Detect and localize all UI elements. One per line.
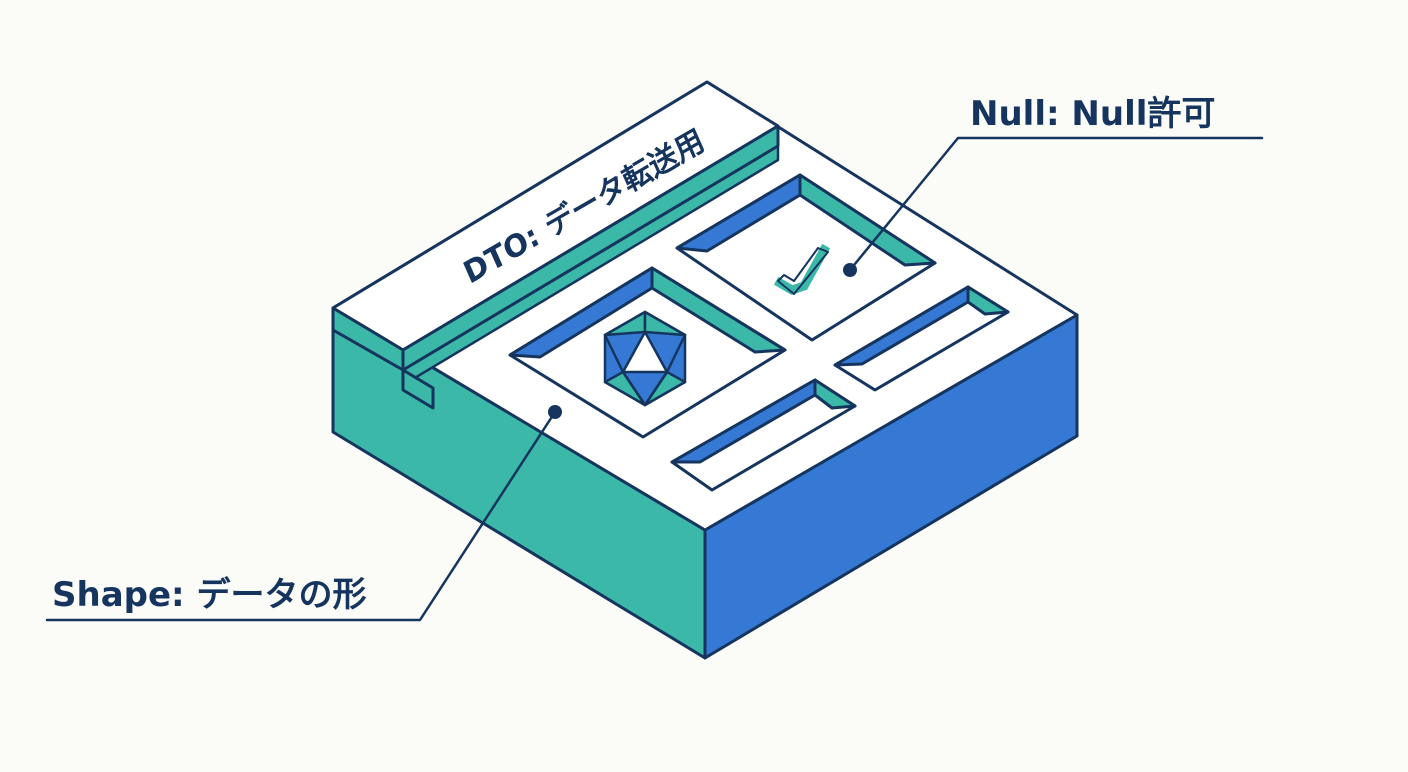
shape-callout-label: Shape: データの形 [52, 575, 366, 615]
field-slot-bottom-wall-right [813, 378, 857, 410]
null-callout-dot [843, 263, 857, 277]
channel-notch [401, 368, 435, 410]
field-slot-right-wall-right [966, 285, 1010, 316]
shape-callout-leader [45, 410, 557, 622]
shape-slot-wall-right [650, 266, 787, 354]
null-callout-leader [848, 136, 1264, 272]
null-slot-wall-right [798, 173, 937, 267]
null-callout-label: Null: Null許可 [970, 94, 1215, 134]
shape-callout-dot [548, 405, 562, 419]
icosahedron-icon [603, 310, 687, 407]
